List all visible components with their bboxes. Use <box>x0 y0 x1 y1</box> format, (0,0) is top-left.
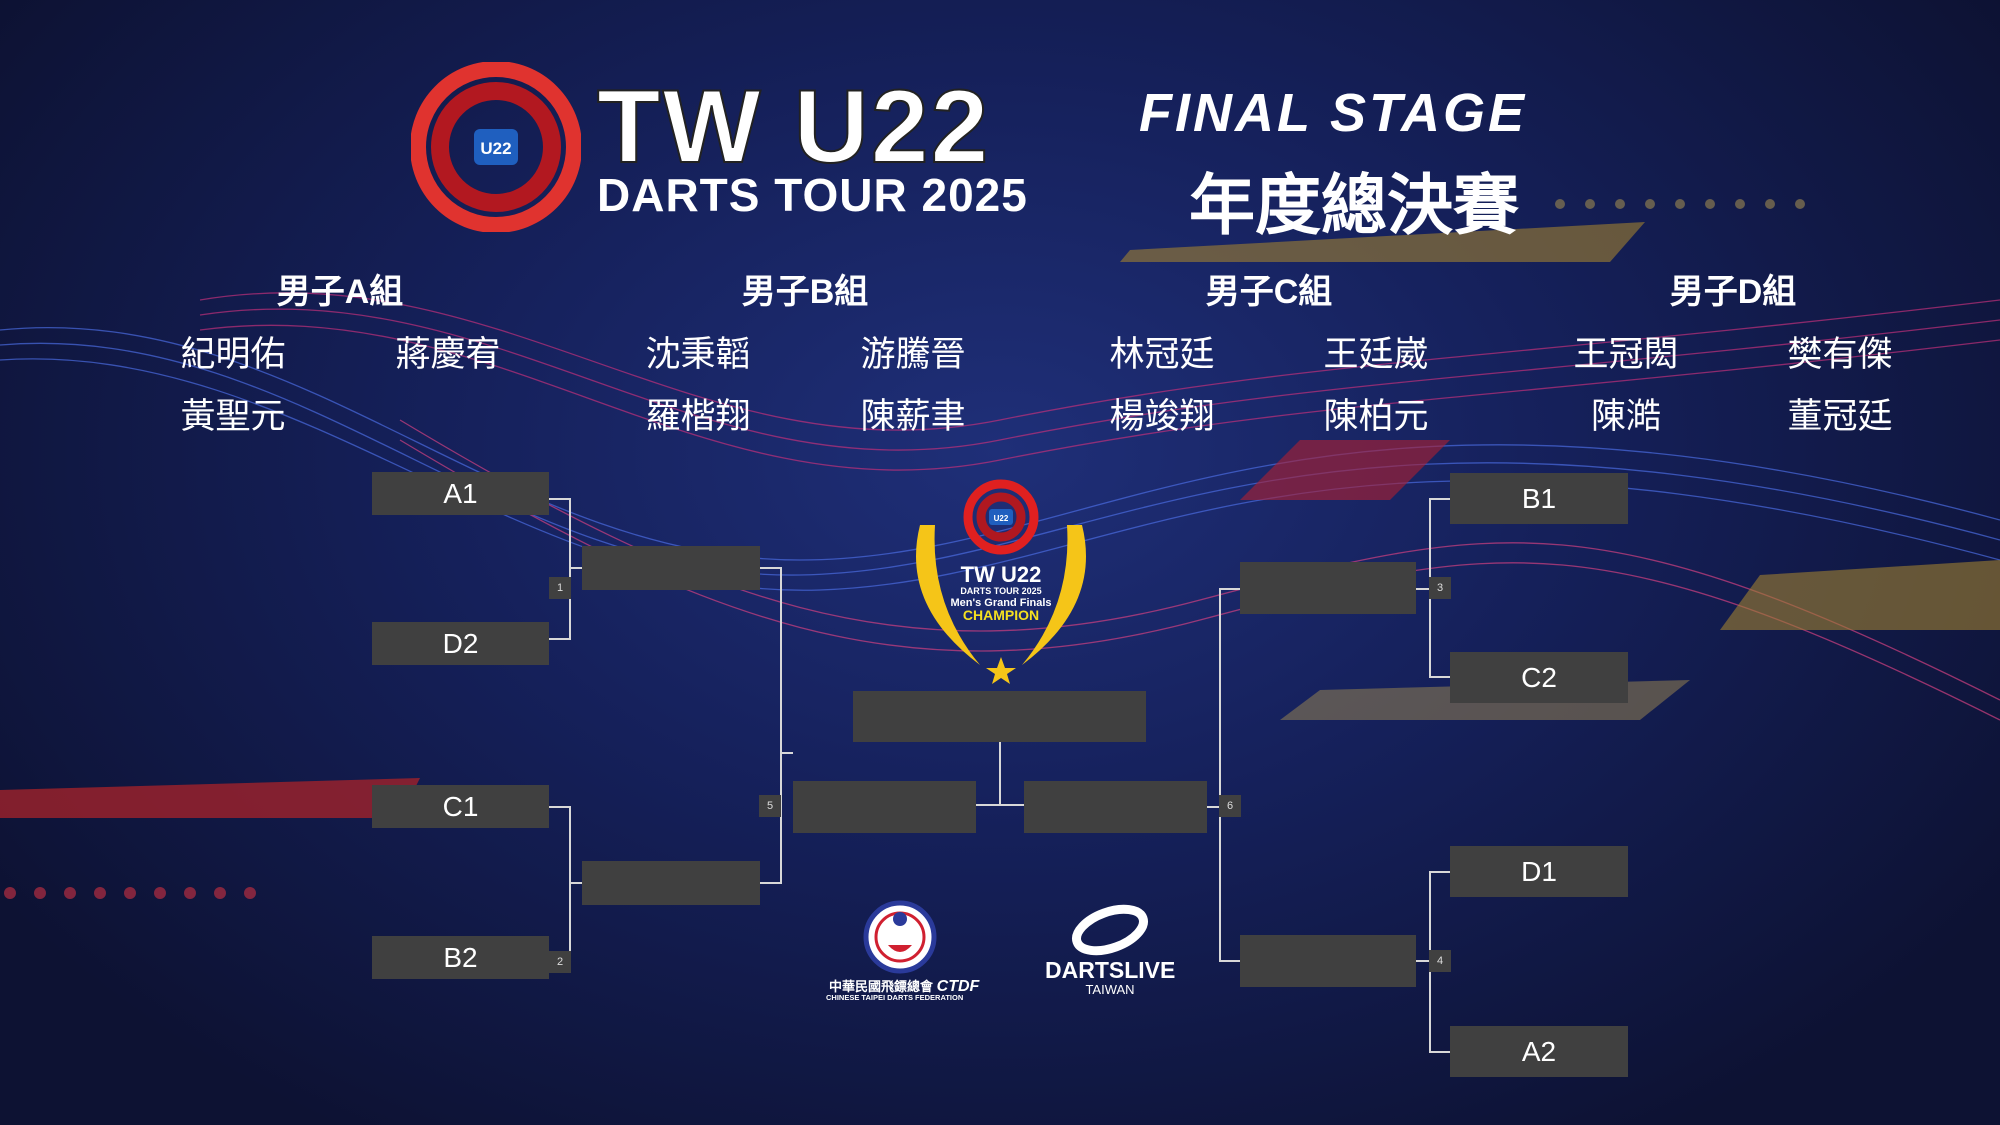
seed-b2: B2 <box>372 936 549 979</box>
svg-text:CHAMPION: CHAMPION <box>963 607 1039 623</box>
bracket-connector <box>760 882 782 884</box>
bracket-connector <box>1219 960 1240 962</box>
bracket-connector <box>569 567 582 569</box>
ctdf-english: CHINESE TAIPEI DARTS FEDERATION <box>826 993 964 1002</box>
ctdf-name: 中華民國飛鏢總會 CTDF <box>829 978 980 995</box>
player-name: 王廷崴 <box>1323 335 1429 374</box>
bracket-connector <box>1416 588 1430 590</box>
player-name: 黃聖元 <box>180 397 286 436</box>
match-label-1: 1 <box>549 577 571 599</box>
player-name: 蔣慶宥 <box>395 335 501 374</box>
group-c-header: 男子C組 <box>1205 273 1333 311</box>
player-name: 董冠廷 <box>1787 397 1893 436</box>
bracket-connector <box>1207 806 1220 808</box>
match-2-winner <box>582 861 760 905</box>
bracket-connector <box>1429 676 1450 678</box>
player-name: 羅楷翔 <box>645 397 751 436</box>
ctdf-logo-icon <box>863 900 937 974</box>
champion-box <box>853 691 1146 742</box>
match-label-5: 5 <box>759 795 781 817</box>
bracket-connector <box>1429 498 1450 500</box>
player-name: 王冠閎 <box>1573 335 1679 374</box>
stage-en: FINAL STAGE <box>1139 83 1528 143</box>
player-name: 陳柏元 <box>1323 397 1429 436</box>
bracket-connector <box>549 498 571 500</box>
seed-b1: B1 <box>1450 473 1628 524</box>
match-label-2: 2 <box>549 951 571 973</box>
bracket-connector <box>1429 1051 1450 1053</box>
match-4-winner <box>1240 935 1416 987</box>
player-name: 沈秉韜 <box>645 335 751 374</box>
group-a-header: 男子A組 <box>276 273 404 311</box>
bracket-connector <box>1429 871 1450 873</box>
match-label-3: 3 <box>1429 577 1451 599</box>
player-name: 陳薪聿 <box>860 397 966 436</box>
player-name: 陳澔 <box>1590 397 1662 436</box>
stage-zh: 年度總決賽 <box>1189 168 1519 242</box>
bracket-connector <box>780 752 793 754</box>
svg-text:DARTS TOUR 2025: DARTS TOUR 2025 <box>960 586 1041 596</box>
seed-d1: D1 <box>1450 846 1628 897</box>
bracket-connector <box>1219 588 1221 962</box>
dartslive-sub: TAIWAN <box>1085 982 1135 997</box>
bracket-connector <box>760 567 782 569</box>
player-name: 游騰晉 <box>860 335 966 374</box>
svg-text:U22: U22 <box>480 139 511 158</box>
seed-c2: C2 <box>1450 652 1628 703</box>
seed-d2: D2 <box>372 622 549 665</box>
player-name: 林冠廷 <box>1109 335 1215 374</box>
bracket-connector <box>976 804 1024 806</box>
bracket-connector <box>549 806 571 808</box>
bracket-connector <box>780 567 782 884</box>
tw-u22-logo: U22 <box>411 62 581 232</box>
bracket-connector <box>549 638 571 640</box>
group-d-header: 男子D組 <box>1669 273 1797 311</box>
seed-c1: C1 <box>372 785 549 828</box>
player-name: 紀明佑 <box>180 335 286 374</box>
match-6-winner <box>1024 781 1207 833</box>
player-name: 楊竣翔 <box>1109 397 1215 436</box>
bracket-connector <box>999 742 1001 806</box>
match-label-4: 4 <box>1429 950 1451 972</box>
match-label-6: 6 <box>1219 795 1241 817</box>
champion-emblem: U22 TW U22 DARTS TOUR 2025 Men's Grand F… <box>916 479 1086 684</box>
bracket-connector <box>1219 588 1240 590</box>
title-main: TW U22 <box>596 68 991 186</box>
bracket-connector <box>1416 960 1430 962</box>
bracket-connector <box>569 498 571 640</box>
title-sub: DARTS TOUR 2025 <box>597 169 1028 221</box>
svg-text:Men's Grand Finals: Men's Grand Finals <box>950 597 1051 609</box>
dartslive-logo-icon <box>1072 904 1148 956</box>
dartslive-name: DARTSLIVE <box>1045 957 1176 983</box>
seed-a1: A1 <box>372 472 549 515</box>
group-b-header: 男子B組 <box>741 273 869 311</box>
player-name: 樊有傑 <box>1787 335 1893 374</box>
match-5-winner <box>793 781 976 833</box>
match-1-winner <box>582 546 760 590</box>
svg-text:U22: U22 <box>994 514 1009 523</box>
svg-text:TW U22: TW U22 <box>961 562 1042 587</box>
seed-a2: A2 <box>1450 1026 1628 1077</box>
bracket-connector <box>569 882 582 884</box>
match-3-winner <box>1240 562 1416 614</box>
